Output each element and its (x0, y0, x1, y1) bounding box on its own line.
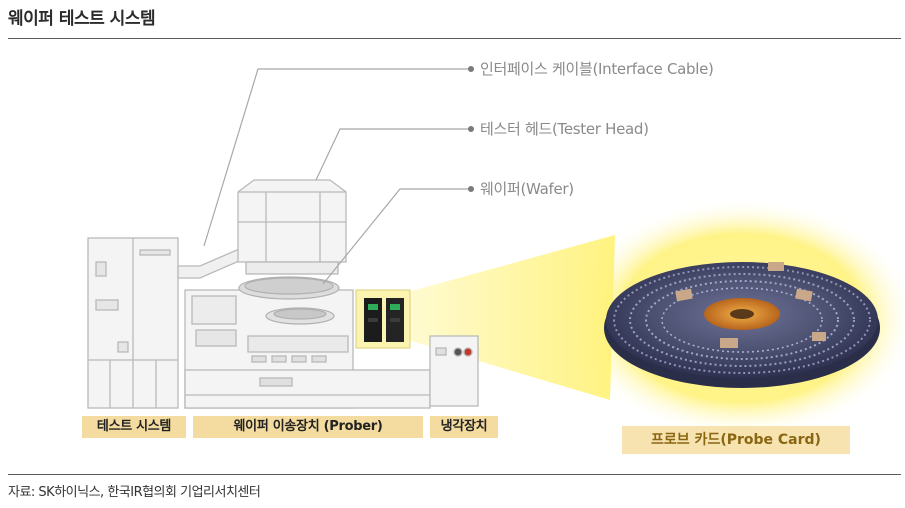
label-test-system: 테스트 시스템 (82, 416, 186, 438)
probe-card (604, 262, 880, 388)
callout-dot-cable (468, 66, 474, 72)
callout-dot-head (468, 126, 474, 132)
source-note: 자료: SK하이닉스, 한국IR협의회 기업리서치센터 (8, 481, 260, 500)
test-system-cabinet (88, 238, 178, 408)
callout-tester-head: 테스터 헤드(Tester Head) (480, 118, 649, 139)
cooler-unit (430, 336, 478, 406)
tester-head (238, 180, 346, 274)
interface-cable-arm (178, 246, 246, 278)
callout-dot-wafer (468, 186, 474, 192)
bottom-divider (8, 474, 901, 475)
callout-interface-cable: 인터페이스 케이블(Interface Cable) (480, 58, 714, 79)
label-cooler: 냉각장치 (430, 416, 498, 438)
probe-socket (356, 290, 410, 348)
label-probe-card: 프로브 카드(Probe Card) (622, 426, 850, 454)
label-prober: 웨이퍼 이송장치 (Prober) (193, 416, 423, 438)
callout-wafer: 웨이퍼(Wafer) (480, 178, 574, 199)
